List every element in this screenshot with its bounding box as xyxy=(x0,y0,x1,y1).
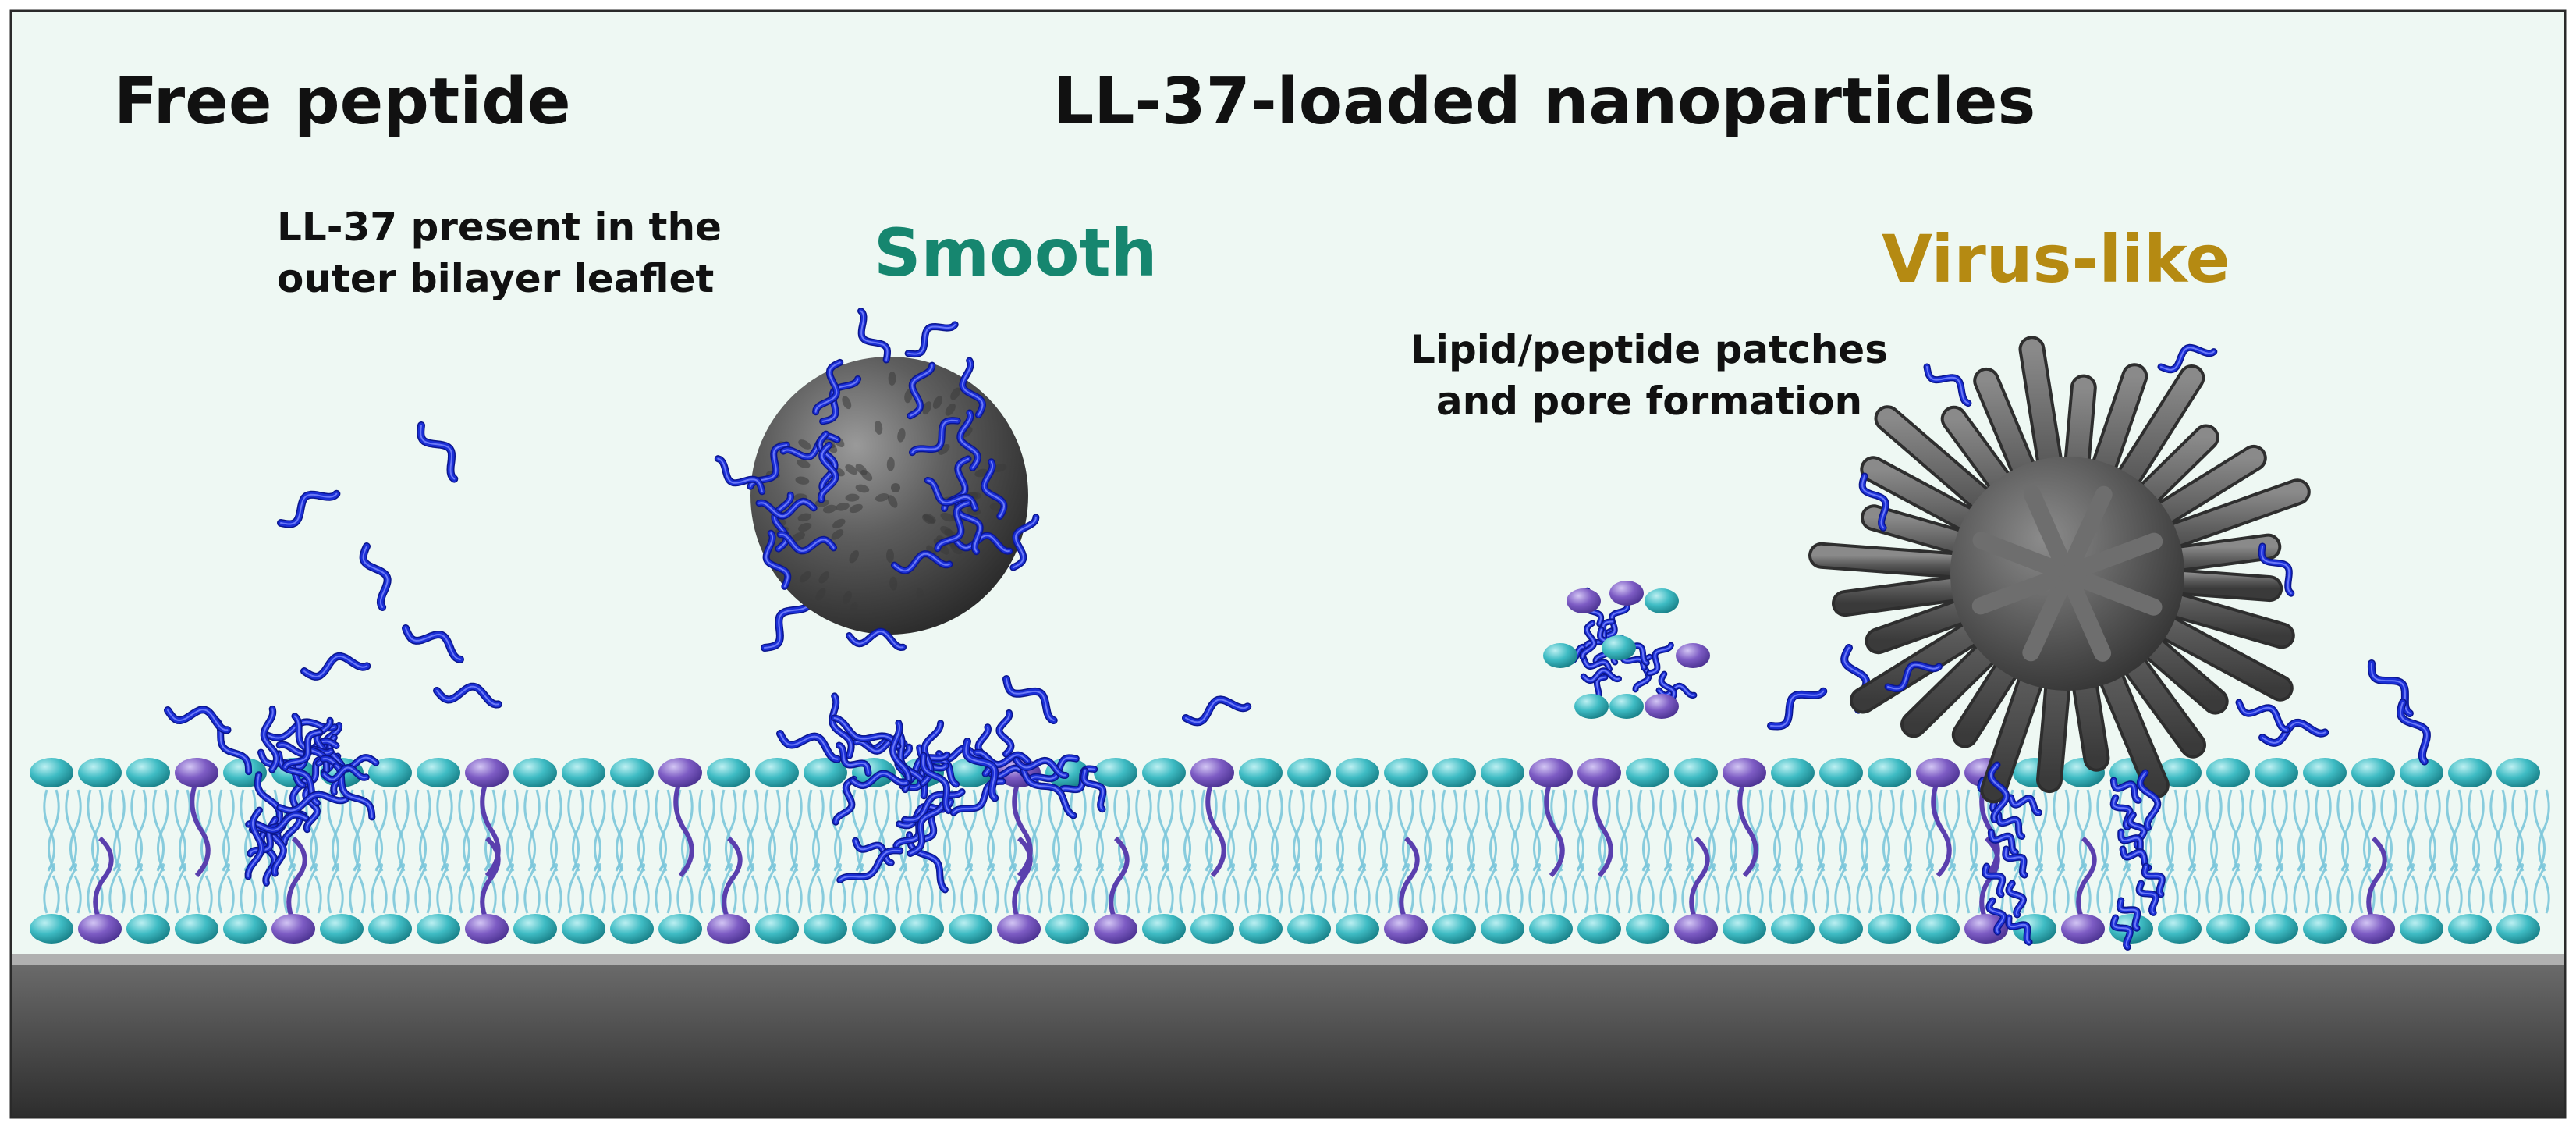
patches-annotation: Lipid/peptide patches and pore formation xyxy=(1410,327,1888,424)
peptide-membrane-patches xyxy=(212,692,2166,951)
substrate-surface xyxy=(11,954,2565,965)
nanoparticles-title: LL-37-loaded nanoparticles xyxy=(1053,65,2036,139)
virus-like-nanoparticle-icon xyxy=(1808,336,2311,831)
solid-substrate-icon xyxy=(11,965,2565,1118)
figure-frame xyxy=(9,9,2567,1119)
outer-leaflet-annotation: LL-37 present in the outer bilayer leafl… xyxy=(277,204,722,301)
free-peptide-title: Free peptide xyxy=(114,65,571,139)
free-peptides-icon xyxy=(164,421,2431,802)
smooth-nanoparticle-icon xyxy=(714,308,1040,651)
smooth-label: Smooth xyxy=(874,215,1158,291)
lipid-peptide-micelle-icon xyxy=(1543,581,1710,719)
virus-like-label: Virus-like xyxy=(1882,221,2230,297)
